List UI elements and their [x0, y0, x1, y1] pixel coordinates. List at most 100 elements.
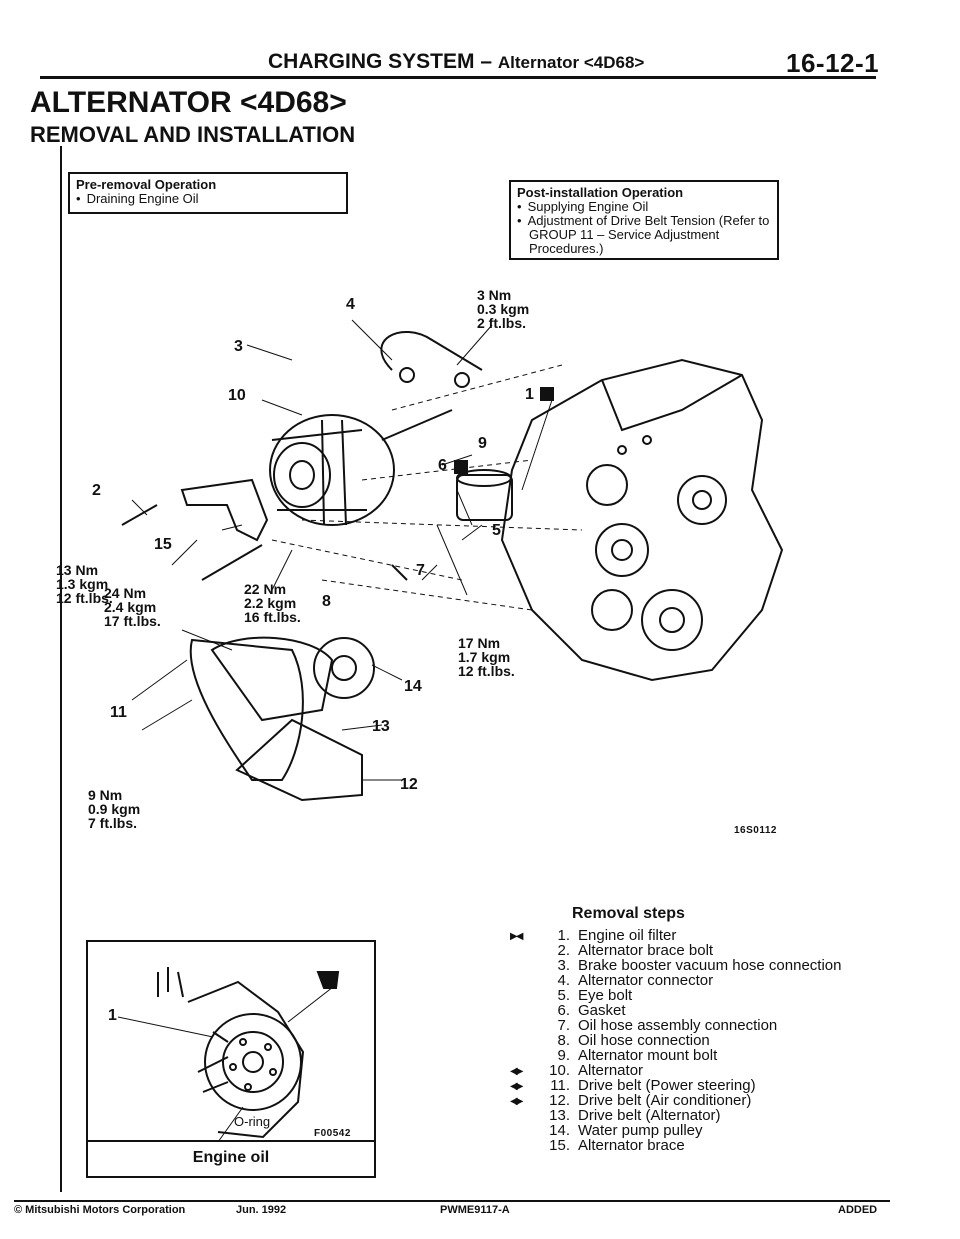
callout-8: 8 [322, 593, 331, 610]
header-separator: – [480, 50, 493, 73]
step-text: Alternator mount bolt [578, 1047, 718, 1064]
step-text: Drive belt (Alternator) [578, 1107, 721, 1124]
step-number: 11. [550, 1077, 570, 1094]
header-rule [40, 76, 876, 79]
removal-step: ◀▶11.Drive belt (Power steering) [510, 1077, 890, 1094]
drive-belt-ac [235, 718, 363, 802]
step-service-mark: ▶◀ [510, 931, 523, 942]
step-number: 5. [557, 987, 570, 1004]
step-number: 1. [557, 927, 570, 944]
step-text: Oil hose connection [578, 1032, 710, 1049]
step-text: Drive belt (Air conditioner) [578, 1092, 752, 1109]
removal-step: 7.Oil hose assembly connection [530, 1018, 890, 1033]
drive-belt-alternator [189, 638, 304, 781]
badge-n-1: N [556, 384, 564, 396]
torque-spec: 13 Nm 1.3 kgm 12 ft.lbs. [56, 563, 113, 605]
callout-1: 1 [525, 386, 534, 403]
footer-copyright: © Mitsubishi Motors Corporation [14, 1204, 186, 1216]
callout-5: 5 [492, 522, 501, 539]
callout-11: 11 [110, 704, 127, 721]
step-text: Brake booster vacuum hose connection [578, 957, 842, 974]
pre-removal-heading: Pre-removal Operation [76, 177, 217, 192]
step-number: 2. [557, 942, 570, 959]
removal-step: 8.Oil hose connection [530, 1033, 890, 1048]
pre-removal-item: Draining Engine Oil [76, 192, 340, 206]
torque-kgm: 0.3 kgm [477, 301, 530, 317]
removal-step: 6. Gasket [530, 1003, 890, 1018]
step-service-mark: ◀▶ [510, 1081, 523, 1092]
page-title: ALTERNATOR <4D68> [30, 86, 347, 119]
removal-step: 9. Alternator mount bolt [530, 1048, 890, 1063]
step-text: Eye bolt [578, 987, 633, 1004]
footer-date: Jun. 1992 [236, 1204, 287, 1216]
step-number: 3. [557, 957, 570, 974]
step-number: 9. [557, 1047, 570, 1064]
step-text: Engine oil filter [578, 927, 677, 944]
removal-step: 15. Alternator brace [530, 1138, 890, 1153]
engine-block [500, 358, 784, 682]
torque-kgm: 2.2 kgm [244, 595, 297, 611]
figure-code: 16S0112 [734, 825, 777, 836]
torque-spec: 9 Nm 0.9 kgm 7 ft.lbs. [88, 788, 140, 830]
torque-ftlbs: 12 ft.lbs. [458, 663, 515, 679]
torque-nm: 13 Nm [56, 562, 99, 578]
torque-ftlbs: 2 ft.lbs. [477, 315, 527, 331]
torque-nm: 17 Nm [458, 635, 501, 651]
left-margin-rule [60, 146, 62, 1192]
torque-kgm: 1.3 kgm [56, 576, 109, 592]
torque-nm: 3 Nm [477, 287, 512, 303]
pre-removal-box: Pre-removal Operation Draining Engine Oi… [68, 172, 348, 214]
torque-spec: 17 Nm 1.7 kgm 12 ft.lbs. [458, 636, 515, 678]
callout-6: 6 [438, 457, 447, 474]
alternator-brace [180, 478, 269, 542]
footer-added: ADDED [838, 1204, 878, 1216]
diagram-illustration [121, 319, 784, 802]
post-installation-item: Adjustment of Drive Belt Tension (Refer … [517, 214, 771, 256]
step-number: 12. [549, 1092, 570, 1109]
inset-figure-code: F00542 [314, 1128, 351, 1139]
post-installation-box: Post-installation Operation Supplying En… [509, 180, 779, 260]
badge-n-6: N [470, 457, 478, 469]
callout-12: 12 [400, 776, 418, 793]
removal-step: ▶◀ 1. Engine oil filter [510, 927, 890, 944]
header-title: CHARGING SYSTEM – Alternator <4D68> [268, 50, 644, 74]
page-header: CHARGING SYSTEM – Alternator <4D68> 16-1… [0, 48, 960, 78]
step-number: 15. [549, 1137, 570, 1154]
step-text: Alternator connector [578, 972, 714, 989]
step-text: Gasket [578, 1002, 626, 1019]
footer-rule [14, 1200, 890, 1202]
torque-kgm: 1.7 kgm [458, 649, 511, 665]
torque-ftlbs: 12 ft.lbs. [56, 590, 113, 606]
torque-kgm: 2.4 kgm [104, 599, 157, 615]
removal-step: 2.Alternator brace bolt [530, 943, 890, 958]
removal-step: 14.Water pump pulley [530, 1123, 890, 1138]
torque-nm: 22 Nm [244, 581, 287, 597]
header-section: CHARGING SYSTEM [268, 50, 475, 73]
step-service-mark: ◀▶ [510, 1066, 523, 1077]
torque-spec: 3 Nm 0.3 kgm 2 ft.lbs. [477, 288, 529, 330]
callout-13: 13 [372, 718, 390, 735]
step-number: 10. [549, 1062, 570, 1079]
removal-step: 3. Brake booster vacuum hose connection [530, 958, 890, 973]
step-service-mark: ◀▶ [510, 1096, 523, 1107]
callout-4: 4 [346, 296, 355, 313]
step-number: 6. [557, 1002, 570, 1019]
inset-caption: Engine oil [88, 1140, 374, 1176]
step-text: Alternator brace [578, 1137, 685, 1154]
removal-step: 13.Drive belt (Alternator) [530, 1108, 890, 1123]
torque-spec: 24 Nm 2.4 kgm 17 ft.lbs. [104, 586, 161, 628]
post-installation-item: Supplying Engine Oil [517, 200, 771, 214]
page-subtitle: REMOVAL AND INSTALLATION [30, 122, 356, 147]
footer-doc-code: PWME9117-A [440, 1204, 510, 1216]
vacuum-hose [380, 331, 483, 371]
callout-3: 3 [234, 338, 243, 355]
alternator-body [269, 414, 395, 526]
callout-14: 14 [404, 678, 422, 695]
callout-15: 15 [154, 536, 172, 553]
callout-9: 9 [478, 435, 487, 452]
inset-callout-1: 1 [108, 1007, 117, 1024]
oil-filter [456, 474, 513, 521]
torque-ftlbs: 7 ft.lbs. [88, 815, 138, 831]
step-number: 14. [549, 1122, 570, 1139]
